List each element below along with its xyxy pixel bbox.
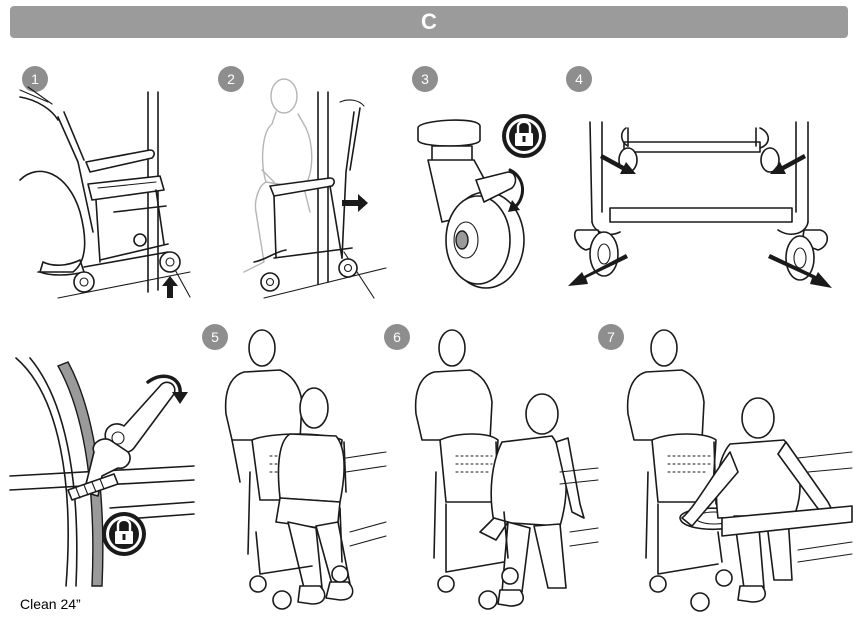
arrow-down-left-icon — [568, 254, 628, 286]
step-3-panel: 3 — [408, 62, 558, 300]
lock-icon — [502, 114, 546, 158]
brake-detail-illustration — [9, 357, 195, 587]
step-number-badge: 5 — [202, 324, 228, 350]
step-3-illustration — [417, 114, 546, 289]
model-caption: Clean 24” — [20, 596, 81, 612]
step-1-illustration — [19, 86, 191, 299]
step-2-panel: 2 — [214, 62, 387, 300]
step-6-illustration — [414, 329, 599, 610]
step-7-panel: 7 — [598, 322, 853, 618]
step-number-badge: 3 — [412, 66, 438, 92]
rotate-arrow-icon — [508, 168, 524, 210]
brake-detail-panel — [9, 356, 196, 587]
step-7-illustration — [626, 329, 853, 612]
step-4-illustration — [568, 121, 832, 288]
step-number-badge: 4 — [566, 66, 592, 92]
step-2-illustration — [243, 78, 387, 299]
arrow-right-icon — [342, 194, 368, 212]
step-1-panel: 1 — [18, 62, 191, 300]
step-4-panel: 4 — [564, 62, 852, 300]
step-6-panel: 6 — [384, 322, 599, 618]
step-number-badge: 7 — [598, 324, 624, 350]
lock-icon — [102, 512, 146, 556]
arrow-down-right-icon — [768, 254, 832, 288]
step-5-illustration — [224, 329, 387, 610]
step-number-badge: 1 — [22, 66, 48, 92]
section-header-bar: C — [10, 6, 848, 38]
step-5-panel: 5 — [200, 322, 387, 618]
step-number-badge: 2 — [218, 66, 244, 92]
step-number-badge: 6 — [384, 324, 410, 350]
section-title: C — [421, 9, 437, 34]
arrow-up-icon — [162, 276, 178, 298]
